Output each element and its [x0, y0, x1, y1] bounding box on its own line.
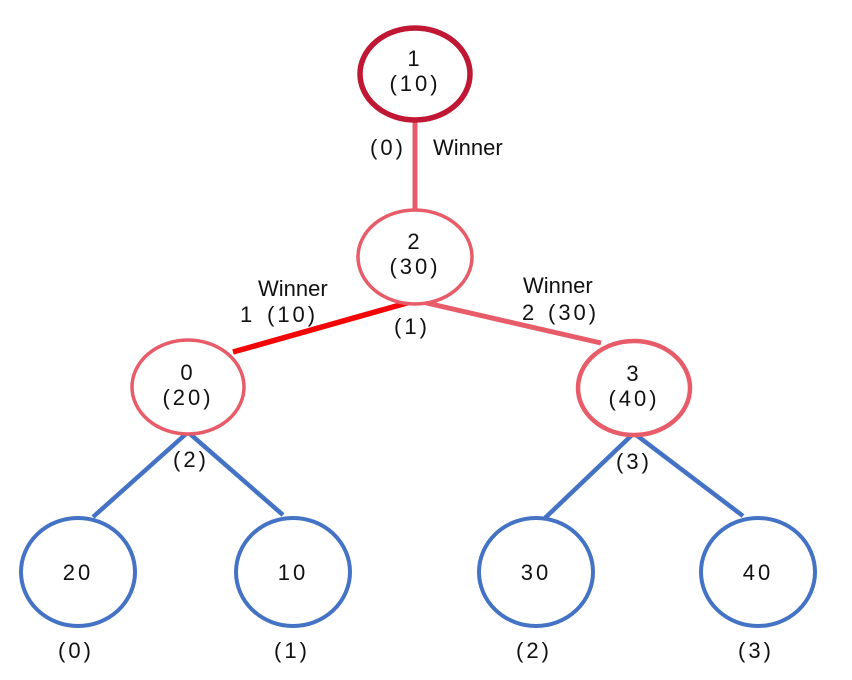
leaf0-slot-label: (0): [58, 638, 94, 663]
edge-node0-to-leaf0: [91, 431, 189, 519]
node3-circle: [575, 338, 693, 438]
root-winner-label: Winner: [433, 135, 503, 160]
node3-index: 3: [626, 361, 641, 386]
root-slot-label: (0): [370, 135, 406, 160]
node0-circle: [130, 338, 246, 436]
node-text: 1 (10) 2 (30) 0 (20) 3 (40) 20 10 30 40: [63, 46, 773, 585]
leaf1-slot-label: (1): [274, 638, 310, 663]
edge-node3-to-leaf2: [543, 432, 635, 520]
leaf2-circle: [477, 516, 595, 628]
leaf3-value: 40: [743, 560, 773, 585]
leaf0-value: 20: [63, 560, 93, 585]
tree-nodes: [19, 25, 817, 628]
left-winner-index: 1: [240, 302, 255, 327]
node2-index: 2: [407, 229, 422, 254]
leaf3-slot-label: (3): [738, 638, 774, 663]
leaf2-slot-label: (2): [516, 638, 552, 663]
left-winner-word: Winner: [258, 276, 328, 301]
edge-node0-to-leaf1: [187, 431, 285, 517]
node3-slot-label: (3): [616, 449, 652, 474]
node2-circle: [356, 208, 474, 306]
node0-index: 0: [180, 360, 195, 385]
left-winner-value: (10): [267, 302, 318, 327]
edge-node3-to-leaf3: [633, 432, 745, 518]
edge-labels: (0) Winner (1) Winner 1 (10) Winner 2 (3…: [173, 135, 652, 474]
root-node-circle: [357, 25, 473, 123]
leaf1-value: 10: [278, 560, 308, 585]
node2-value: (30): [389, 254, 440, 279]
leaf1-circle: [234, 516, 352, 628]
node3-value: (40): [608, 386, 659, 411]
root-node-value: (10): [389, 71, 440, 96]
edge-node2-to-node0-winner-path: [232, 298, 415, 355]
leaf-slot-labels: (0) (1) (2) (3): [58, 638, 774, 663]
right-winner-word: Winner: [523, 273, 593, 298]
leaf2-value: 30: [521, 560, 551, 585]
edge-node2-to-node3: [417, 298, 602, 346]
leaf3-circle: [699, 516, 817, 628]
node0-value: (20): [162, 385, 213, 410]
node2-slot-label: (1): [394, 314, 430, 339]
right-winner-index: 2: [522, 300, 537, 325]
right-winner-value: (30): [548, 300, 599, 325]
leaf0-circle: [19, 516, 137, 628]
tree-edges: [91, 118, 745, 520]
root-node-index: 1: [407, 46, 422, 71]
node0-slot-label: (2): [173, 447, 209, 472]
